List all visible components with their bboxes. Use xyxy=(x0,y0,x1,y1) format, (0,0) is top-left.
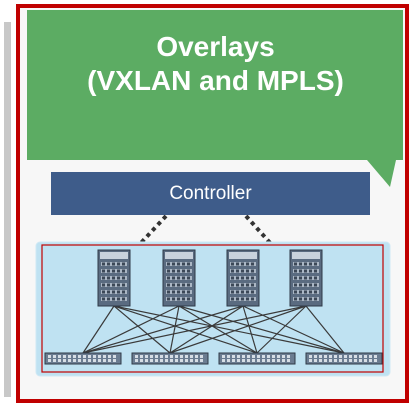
fabric-link xyxy=(242,305,345,354)
fabric-link xyxy=(178,305,345,354)
fabric-link xyxy=(82,305,180,354)
leaf-switches xyxy=(44,352,383,365)
fabric-link xyxy=(113,305,345,354)
fabric-links xyxy=(82,305,345,354)
fabric-link xyxy=(256,305,307,354)
fabric-link xyxy=(169,305,180,354)
fabric-link xyxy=(242,305,258,354)
fabric-link xyxy=(169,305,307,354)
controller-label: Controller xyxy=(169,182,252,204)
spine-switch xyxy=(226,249,260,307)
fabric-link xyxy=(113,305,258,354)
controller-link-left xyxy=(137,214,168,247)
overlay-callout xyxy=(27,10,403,187)
fabric-link xyxy=(305,305,345,354)
left-edge-strip xyxy=(0,0,16,409)
fabric-border xyxy=(41,244,384,373)
left-edge-bar xyxy=(4,22,11,397)
leaf-switch xyxy=(44,352,122,365)
fabric-link xyxy=(82,305,244,354)
fabric-link xyxy=(113,305,171,354)
overlay-title: Overlays (VXLAN and MPLS) xyxy=(38,30,393,98)
controller-link-right xyxy=(244,214,274,247)
spine-switch xyxy=(97,249,131,307)
spine-switch xyxy=(289,249,323,307)
overlay-title-line1: Overlays xyxy=(156,31,275,62)
spine-switches xyxy=(97,249,323,307)
fabric-link xyxy=(169,305,244,354)
spine-switch xyxy=(162,249,196,307)
fabric-link xyxy=(82,305,115,354)
fabric-link xyxy=(178,305,258,354)
overlay-title-line2: (VXLAN and MPLS) xyxy=(87,65,344,96)
fabric-link xyxy=(82,305,307,354)
leaf-switch xyxy=(305,352,383,365)
leaf-switch xyxy=(131,352,209,365)
controller-box: Controller xyxy=(51,172,370,215)
leaf-switch xyxy=(218,352,296,365)
